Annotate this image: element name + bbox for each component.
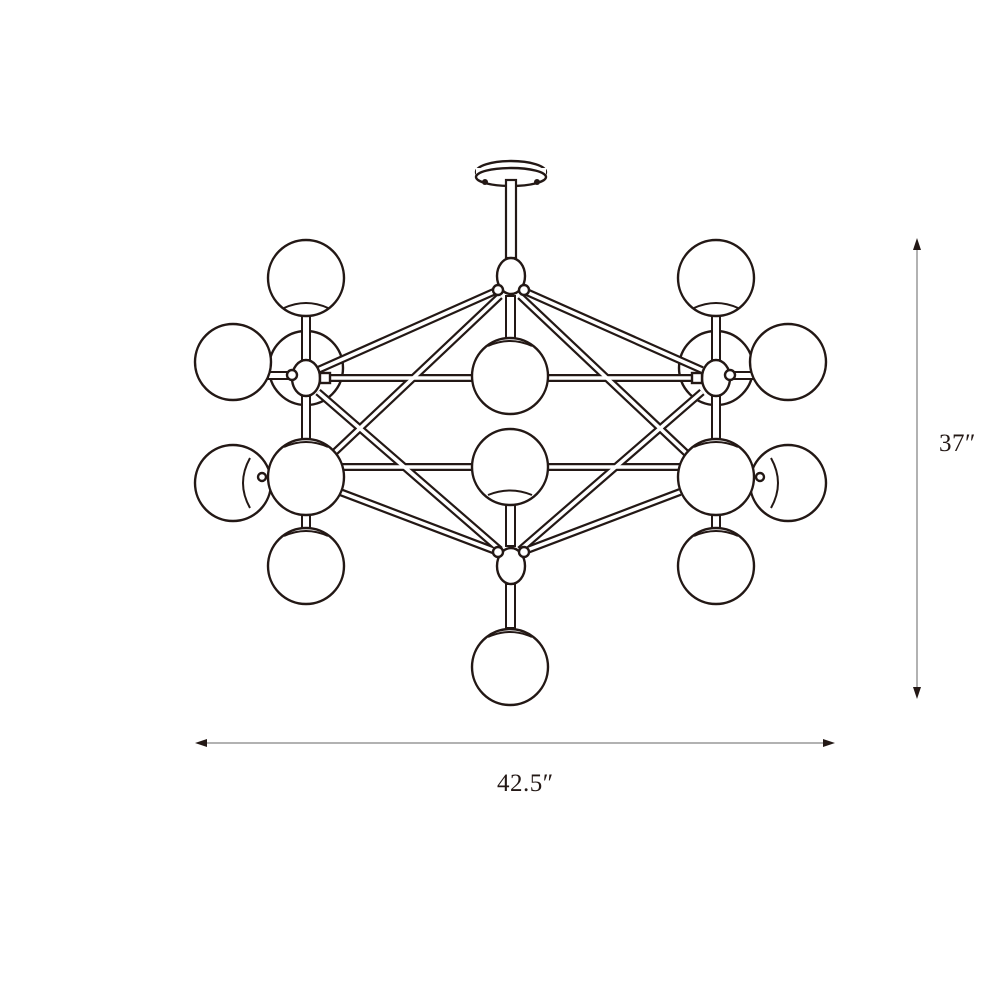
globe — [193, 322, 273, 402]
globe — [193, 443, 273, 523]
globe — [676, 526, 756, 606]
height-label: 37″ — [939, 430, 976, 457]
hubs — [256, 256, 766, 586]
rods — [267, 286, 755, 629]
globe — [470, 427, 550, 507]
globe — [470, 336, 550, 416]
width-dimension-line — [195, 739, 835, 747]
globes — [193, 238, 828, 707]
globe — [266, 437, 346, 517]
globe — [266, 238, 346, 318]
globe — [748, 443, 828, 523]
globe — [748, 322, 828, 402]
height-dimension-line — [913, 238, 921, 699]
globe — [470, 627, 550, 707]
down-rod — [504, 178, 518, 260]
ceiling-canopy — [474, 159, 548, 188]
globe — [676, 238, 756, 318]
width-label: 42.5″ — [497, 770, 554, 797]
globe — [266, 526, 346, 606]
globe — [676, 437, 756, 517]
